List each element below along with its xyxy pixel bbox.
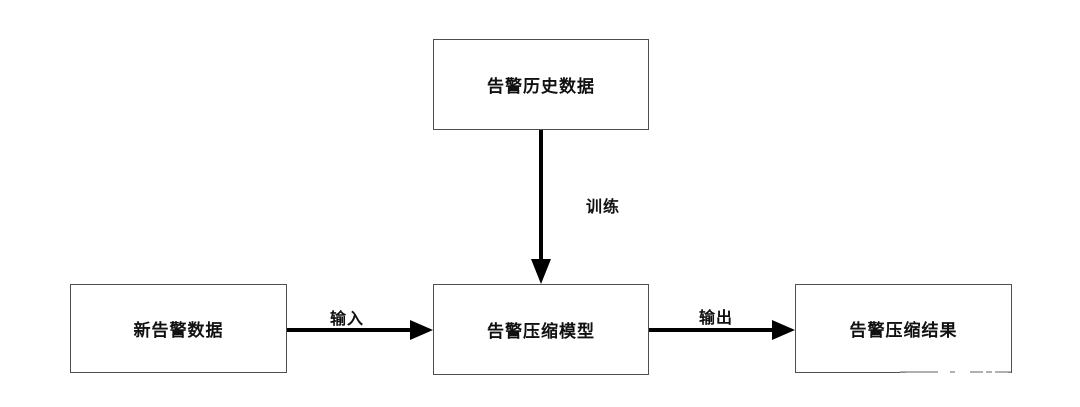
node-label: 告警压缩模型 [487,322,595,341]
watermark-dash [900,371,938,373]
node-alert-compression-result: 告警压缩结果 [795,284,1012,373]
watermark-dash [995,371,1011,373]
node-alert-compression-model: 告警压缩模型 [433,284,649,375]
watermark-blotch [906,362,1008,378]
edge-label-output: 输出 [699,310,734,327]
node-alert-history-data: 告警历史数据 [433,39,649,130]
arrow-line [539,130,543,261]
edge-label-input: 输入 [330,311,365,328]
arrow-head-right-icon [410,320,433,340]
arrow-line [649,328,773,332]
edge-label-train: 训练 [586,199,621,216]
node-new-alert-data: 新告警数据 [70,284,287,373]
watermark-dash [986,371,992,373]
node-label: 告警压缩结果 [849,321,958,340]
arrow-head-down-icon [531,259,551,284]
arrow-line [287,328,411,332]
watermark-dash [970,371,983,373]
node-label: 告警历史数据 [487,77,595,96]
node-label: 新告警数据 [133,321,224,340]
arrow-head-right-icon [772,320,795,340]
watermark-dash [950,371,955,373]
